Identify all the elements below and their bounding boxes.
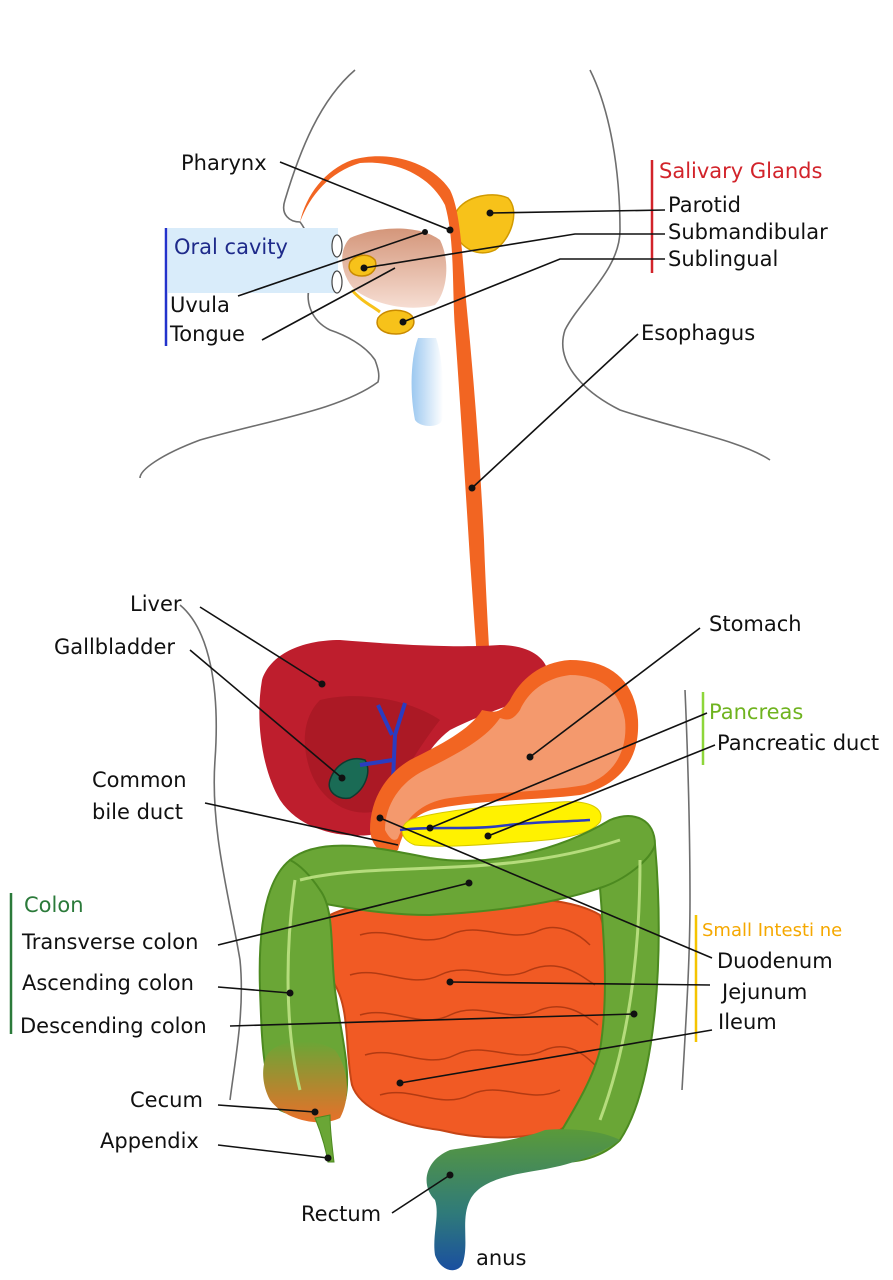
pancreatic-duct-label: Pancreatic duct [717,731,879,755]
small-intestine-heading: Small Intesti ne [702,920,842,941]
common-bile-duct-label-line2: bile duct [92,800,183,824]
parotid-label: Parotid [668,193,741,217]
leader-lines [189,161,716,1214]
cecum-label: Cecum [130,1088,203,1112]
oral-cavity-highlight [168,228,338,293]
pharynx-label: Pharynx [181,151,267,175]
stomach-label: Stomach [709,612,802,636]
gallbladder-label: Gallbladder [54,635,175,659]
ascending-colon-label: Ascending colon [22,971,194,995]
esophagus-label: Esophagus [641,321,755,345]
body-outline [139,69,771,1101]
pancreas-heading: Pancreas [709,700,803,724]
ileum-label: Ileum [718,1010,777,1034]
stomach-inner [385,675,626,840]
leader-dots [286,209,638,1179]
gallbladder-shape [328,758,369,800]
anus-label: anus [476,1246,526,1270]
colon-heading: Colon [24,893,84,917]
descending-colon-label: Descending colon [20,1014,207,1038]
cecum-shape [263,1041,347,1123]
taenia-stripe [286,838,642,1121]
appendix-label: Appendix [100,1129,199,1153]
uvula-label: Uvula [170,293,230,317]
submandibular-label: Submandibular [668,220,828,244]
appendix-shape [314,1114,335,1163]
common-bile-duct-label-line1: Common [92,768,187,792]
tongue-label: Tongue [169,322,245,346]
transverse-colon-label: Transverse colon [21,930,198,954]
jejunum-label: Jejunum [720,980,807,1004]
sublingual-gland [376,309,415,335]
upper-tooth [331,234,343,258]
small-intestine-folds [349,926,599,1101]
salivary-duct [350,289,381,314]
lower-tooth [331,270,343,294]
parotid-gland [454,194,515,254]
sublingual-label: Sublingual [668,247,778,271]
oral-cavity-heading: Oral cavity [174,235,288,259]
rectum-shape [426,1129,620,1271]
duodenum-label: Duodenum [717,949,833,973]
salivary-glands-heading: Salivary Glands [659,159,822,183]
pancreas-shape [401,801,602,847]
rectum-label: Rectum [301,1202,381,1226]
liver-label: Liver [130,592,182,616]
trachea [411,338,444,426]
